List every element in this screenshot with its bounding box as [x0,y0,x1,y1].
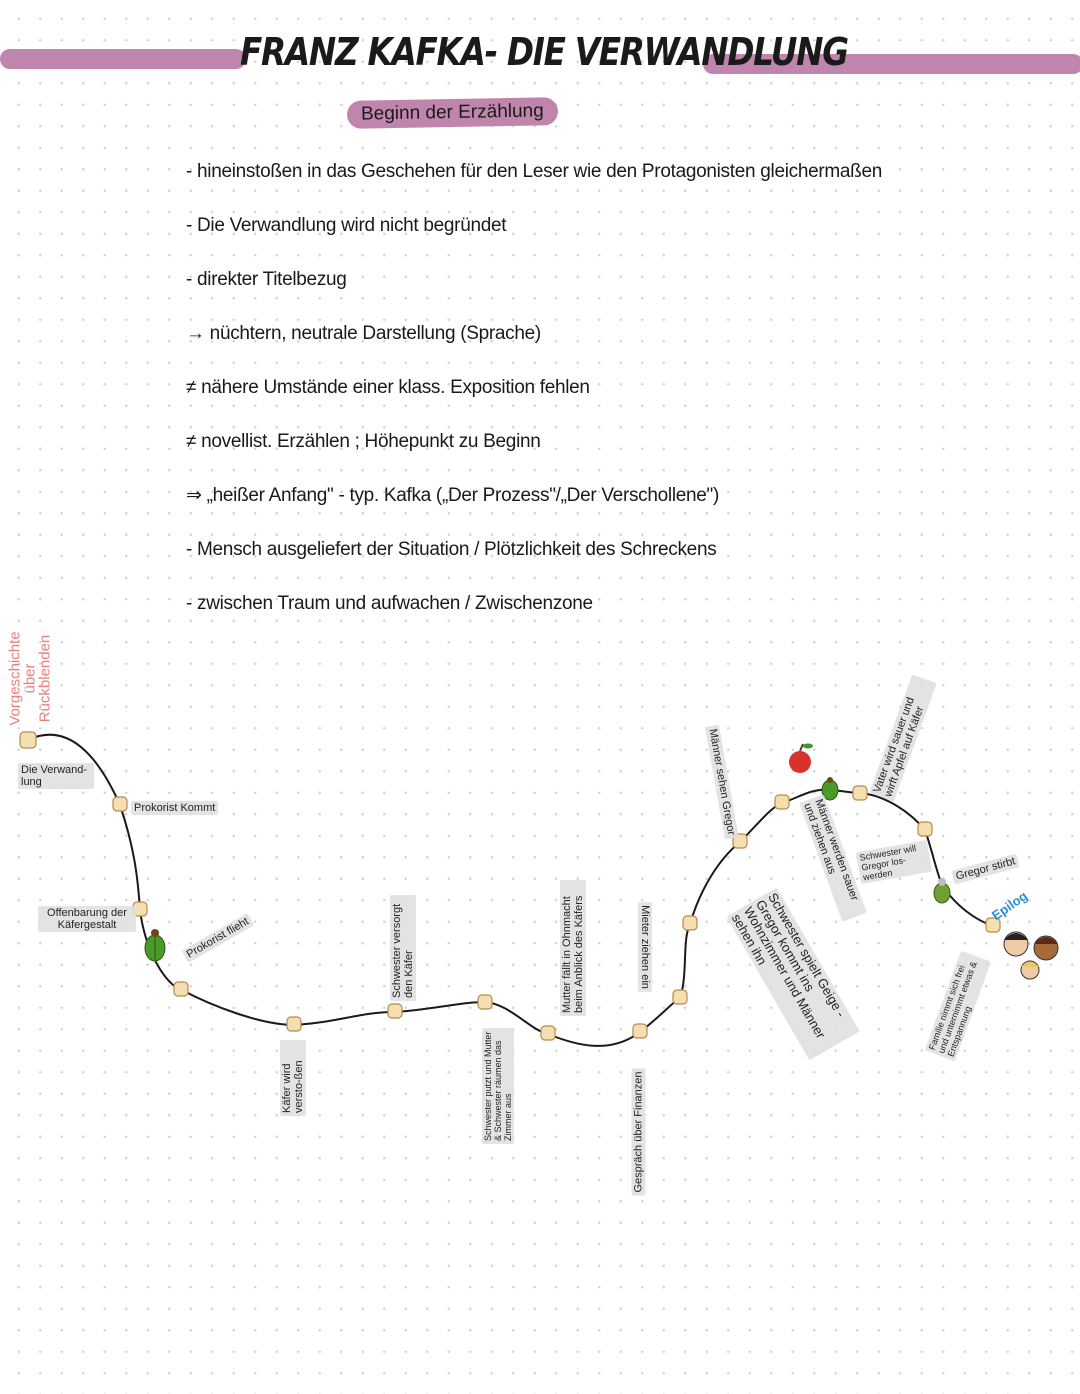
timeline-label: Mieter ziehen ein [637,902,652,992]
timeline-node [632,1023,648,1039]
note-item: ⇒ „heißer Anfang" - typ. Kafka („Der Pro… [186,485,720,506]
timeline-node [852,785,868,801]
timeline-node [985,917,1001,933]
timeline-label: Käfer wird versto-ßen [280,1040,306,1116]
note-item: - Mensch ausgeliefert der Situation / Pl… [186,539,717,560]
timeline-label: Mutter fällt in Ohnmacht beim Anblick de… [560,880,586,1016]
timeline-node [917,821,933,837]
note-item: ≠ novellist. Erzählen ; Höhepunkt zu Beg… [186,431,541,452]
apple-icon [789,743,813,773]
note-item: - hineinstoßen in das Geschehen für den … [186,161,883,182]
timeline-node [540,1025,556,1041]
timeline-node [774,794,790,810]
notes-list: - hineinstoßen in das Geschehen für den … [186,150,882,636]
timeline-label: Prokorist Kommt [131,801,219,815]
timeline-node [682,915,698,931]
timeline-nodes [19,731,1001,1041]
timeline-node [732,833,748,849]
family-icon [1003,931,1059,980]
timeline-node [286,1016,302,1032]
note-item: → nüchtern, neutrale Darstellung (Sprach… [186,323,541,344]
timeline-label: Schwester versorgt den Käfer [390,895,416,1001]
timeline-node [173,981,189,997]
beetle-icon [821,777,839,801]
note-item: - Die Verwandlung wird nicht begründet [186,215,507,236]
note-item: - zwischen Traum und aufwachen / Zwische… [186,593,593,614]
header-bar-right [703,54,1080,74]
timeline-node [19,731,37,749]
note-item: - direkter Titelbezug [186,269,347,290]
note-item: ≠ nähere Umstände einer klass. Expositio… [186,377,590,398]
timeline-node [477,994,493,1010]
timeline-label: Die Verwand-lung [18,763,94,789]
timeline-label: Offenbarung der Käfergestalt [38,906,136,932]
timeline-node [672,989,688,1005]
beetle-icon [933,878,951,904]
timeline-label: Gespräch über Finanzen [631,1068,646,1196]
beetle-icon [144,929,166,962]
timeline-label: Schwester putzt und Mutter & Schwester r… [482,1028,514,1144]
timeline-node [112,796,128,812]
timeline-node [387,1003,403,1019]
header-bar-left [0,49,246,69]
